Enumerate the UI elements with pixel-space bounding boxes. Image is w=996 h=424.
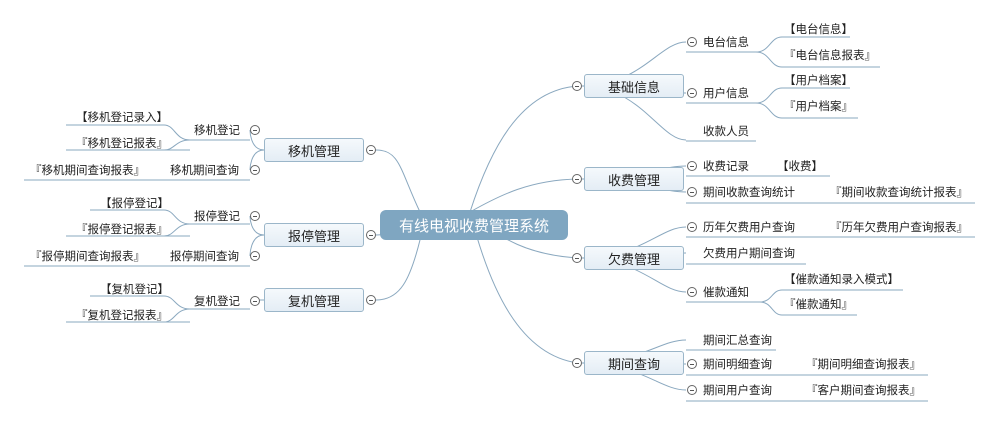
leaf-resume-register[interactable]: 【复机登记】: [100, 282, 169, 296]
collapse-period-query-icon[interactable]: [572, 358, 582, 368]
node-resume-register[interactable]: 复机登记: [194, 294, 240, 308]
node-period-detail[interactable]: 期间明细查询: [703, 357, 772, 371]
collapse-period-detail-icon[interactable]: [687, 359, 697, 369]
node-fee-management[interactable]: 收费管理: [584, 167, 684, 191]
leaf-move-period-report[interactable]: 『移机期间查询报表』: [30, 163, 145, 177]
node-resume-management[interactable]: 复机管理: [264, 288, 364, 312]
leaf-move-register-entry[interactable]: 【移机登记录入】: [76, 110, 168, 124]
collapse-arrears-management-icon[interactable]: [572, 253, 582, 263]
leaf-history-arrears-report[interactable]: 『历年欠费用户查询报表』: [830, 220, 968, 234]
leaf-period-detail-report[interactable]: 『期间明细查询报表』: [806, 357, 921, 371]
node-arrears-management[interactable]: 欠费管理: [584, 246, 684, 270]
node-history-arrears[interactable]: 历年欠费用户查询: [703, 220, 795, 234]
leaf-resume-register-report[interactable]: 『复机登记报表』: [76, 308, 168, 322]
node-fee-record[interactable]: 收费记录: [703, 159, 749, 173]
node-arrears-period[interactable]: 欠费用户期间查询: [703, 246, 795, 260]
node-period-summary[interactable]: 期间汇总查询: [703, 333, 772, 347]
node-move-register[interactable]: 移机登记: [194, 123, 240, 137]
collapse-resume-management-icon[interactable]: [366, 295, 376, 305]
leaf-notice-entry[interactable]: 【催款通知录入模式】: [784, 272, 899, 286]
leaf-notice[interactable]: 『催款通知』: [784, 297, 853, 311]
root-node[interactable]: 有线电视收费管理系统: [380, 210, 568, 240]
collapse-suspend-period-icon[interactable]: [250, 251, 260, 261]
leaf-station-info[interactable]: 【电台信息】: [784, 22, 853, 36]
node-suspend-management[interactable]: 报停管理: [264, 223, 364, 247]
collapse-suspend-register-icon[interactable]: [250, 211, 260, 221]
node-station-info[interactable]: 电台信息: [703, 35, 749, 49]
leaf-period-stats-report[interactable]: 『期间收款查询统计报表』: [830, 185, 968, 199]
collapse-history-arrears-icon[interactable]: [687, 222, 697, 232]
collapse-resume-register-icon[interactable]: [250, 296, 260, 306]
node-basic-info[interactable]: 基础信息: [584, 74, 684, 98]
leaf-user-archive-report[interactable]: 『用户档案』: [784, 99, 853, 113]
node-suspend-register[interactable]: 报停登记: [194, 209, 240, 223]
collapse-user-info-icon[interactable]: [687, 88, 697, 98]
leaf-fee[interactable]: 【收费】: [777, 159, 823, 173]
collapse-payment-notice-icon[interactable]: [687, 287, 697, 297]
collapse-period-users-icon[interactable]: [687, 385, 697, 395]
leaf-suspend-register[interactable]: 【报停登记】: [100, 196, 169, 210]
collapse-move-management-icon[interactable]: [366, 145, 376, 155]
collapse-move-register-icon[interactable]: [250, 125, 260, 135]
leaf-move-register-report[interactable]: 『移机登记报表』: [76, 136, 168, 150]
leaf-period-users-report[interactable]: 『客户期间查询报表』: [806, 383, 921, 397]
node-collector[interactable]: 收款人员: [703, 124, 749, 138]
node-period-users[interactable]: 期间用户查询: [703, 383, 772, 397]
node-move-management[interactable]: 移机管理: [264, 138, 364, 162]
collapse-period-stats-icon[interactable]: [687, 187, 697, 197]
collapse-suspend-management-icon[interactable]: [366, 230, 376, 240]
leaf-suspend-register-report[interactable]: 『报停登记报表』: [76, 222, 168, 236]
leaf-suspend-period-report[interactable]: 『报停期间查询报表』: [30, 249, 145, 263]
node-period-query[interactable]: 期间查询: [584, 351, 684, 375]
collapse-fee-management-icon[interactable]: [572, 174, 582, 184]
node-move-period[interactable]: 移机期间查询: [170, 163, 239, 177]
collapse-fee-record-icon[interactable]: [687, 161, 697, 171]
collapse-move-period-icon[interactable]: [250, 165, 260, 175]
node-suspend-period[interactable]: 报停期间查询: [170, 249, 239, 263]
node-period-stats[interactable]: 期间收款查询统计: [703, 185, 795, 199]
collapse-basic-info-icon[interactable]: [572, 81, 582, 91]
node-payment-notice[interactable]: 催款通知: [703, 285, 749, 299]
leaf-station-info-report[interactable]: 『电台信息报表』: [784, 48, 876, 62]
collapse-station-info-icon[interactable]: [687, 37, 697, 47]
leaf-user-archive[interactable]: 【用户档案】: [784, 73, 853, 87]
node-user-info[interactable]: 用户信息: [703, 86, 749, 100]
